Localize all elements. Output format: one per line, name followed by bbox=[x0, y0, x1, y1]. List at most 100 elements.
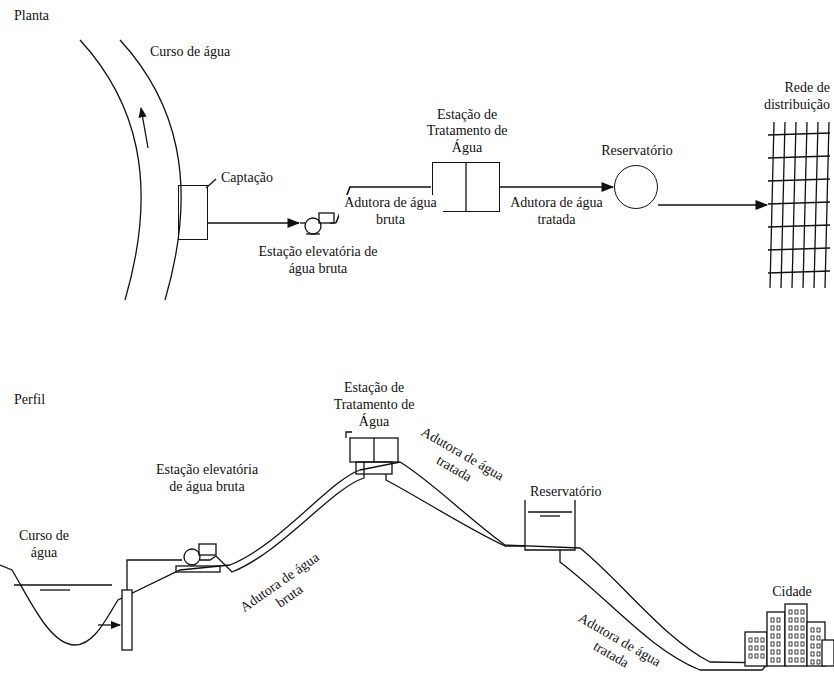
window bbox=[789, 642, 792, 646]
window bbox=[771, 642, 774, 646]
distribution-grid bbox=[768, 122, 830, 288]
node-label: Captação bbox=[221, 170, 301, 187]
window bbox=[777, 618, 780, 622]
window bbox=[795, 618, 798, 622]
node-label: Reservatório bbox=[587, 143, 687, 160]
window bbox=[777, 650, 780, 654]
terrain-line bbox=[0, 462, 834, 664]
window bbox=[801, 642, 804, 646]
window bbox=[817, 660, 820, 664]
pump-symbol bbox=[300, 213, 336, 234]
window bbox=[817, 636, 820, 640]
grid-street bbox=[768, 133, 830, 135]
window bbox=[801, 650, 804, 654]
window bbox=[795, 634, 798, 638]
window bbox=[795, 650, 798, 654]
water-surface bbox=[14, 584, 112, 585]
grid-street bbox=[781, 122, 785, 288]
node-label: Estação elevatória de água bruta bbox=[258, 244, 378, 278]
window bbox=[771, 618, 774, 622]
part-label: Curso de água bbox=[150, 44, 260, 61]
window bbox=[795, 658, 798, 662]
window bbox=[801, 626, 804, 630]
suction-pipe bbox=[127, 560, 182, 590]
intake-structure bbox=[122, 590, 132, 650]
part-label: Adutora de água tratada bbox=[402, 420, 514, 504]
raw-water-main bbox=[216, 462, 364, 572]
treated-water-main bbox=[386, 474, 525, 546]
grid-street bbox=[768, 156, 830, 158]
window bbox=[761, 654, 764, 658]
part-label: Estação elevatória de água bruta bbox=[152, 462, 262, 496]
window bbox=[801, 658, 804, 662]
window bbox=[801, 634, 804, 638]
node-label: Rede de distribuição bbox=[748, 80, 830, 114]
window bbox=[811, 652, 814, 656]
window bbox=[777, 642, 780, 646]
window bbox=[761, 638, 764, 642]
water-surface bbox=[40, 589, 70, 590]
window bbox=[817, 652, 820, 656]
window bbox=[817, 644, 820, 648]
window bbox=[749, 638, 752, 642]
grid-street bbox=[768, 179, 830, 181]
pump-station: Estação elevatória de água bruta bbox=[300, 208, 336, 238]
window bbox=[795, 610, 798, 614]
grid-street bbox=[803, 122, 807, 288]
pipeline-label: Adutora de água tratada bbox=[505, 195, 609, 229]
part-label: Cidade bbox=[762, 584, 822, 601]
window bbox=[777, 634, 780, 638]
pipeline-connector bbox=[208, 222, 299, 224]
window bbox=[789, 634, 792, 638]
window bbox=[749, 646, 752, 650]
river-bank bbox=[80, 40, 141, 300]
pipeline-label: Adutora de água bruta bbox=[339, 195, 443, 229]
window bbox=[771, 634, 774, 638]
flow-arrow bbox=[141, 108, 148, 148]
window bbox=[789, 650, 792, 654]
window bbox=[755, 654, 758, 658]
grid-street bbox=[768, 202, 830, 204]
tank-divider bbox=[465, 162, 466, 212]
window bbox=[811, 644, 814, 648]
window bbox=[811, 628, 814, 632]
reservoir-circle: Reservatório bbox=[614, 165, 658, 209]
window bbox=[795, 626, 798, 630]
grid-street bbox=[768, 248, 830, 250]
grid-street bbox=[814, 122, 818, 288]
window bbox=[789, 658, 792, 662]
city-buildings bbox=[745, 604, 834, 666]
window bbox=[801, 618, 804, 622]
reservoir bbox=[525, 500, 575, 550]
node-label: Estação de Tratamento de Água bbox=[412, 107, 522, 157]
window bbox=[771, 650, 774, 654]
intake-pipe bbox=[98, 624, 120, 625]
pipeline-connector bbox=[658, 204, 767, 206]
grid-street bbox=[770, 122, 774, 288]
window bbox=[789, 626, 792, 630]
window bbox=[777, 626, 780, 630]
window bbox=[789, 618, 792, 622]
window bbox=[795, 642, 798, 646]
grid-street bbox=[768, 271, 830, 273]
part-label: Reservatório bbox=[530, 484, 620, 501]
window bbox=[749, 654, 752, 658]
intake-box: Captação bbox=[178, 185, 208, 240]
view-heading: Perfil bbox=[14, 392, 74, 409]
window bbox=[777, 658, 780, 662]
pipeline-connector bbox=[500, 186, 613, 188]
part-label: Adutora de água bruta bbox=[230, 544, 339, 635]
window bbox=[801, 610, 804, 614]
window bbox=[761, 646, 764, 650]
window bbox=[811, 636, 814, 640]
pump-symbol bbox=[176, 544, 220, 572]
window bbox=[771, 658, 774, 662]
part-label: Curso de água bbox=[8, 528, 80, 562]
window bbox=[811, 660, 814, 664]
grid-street bbox=[792, 122, 796, 288]
treatment-plant bbox=[346, 432, 398, 474]
grid-street bbox=[825, 122, 829, 288]
window bbox=[789, 610, 792, 614]
